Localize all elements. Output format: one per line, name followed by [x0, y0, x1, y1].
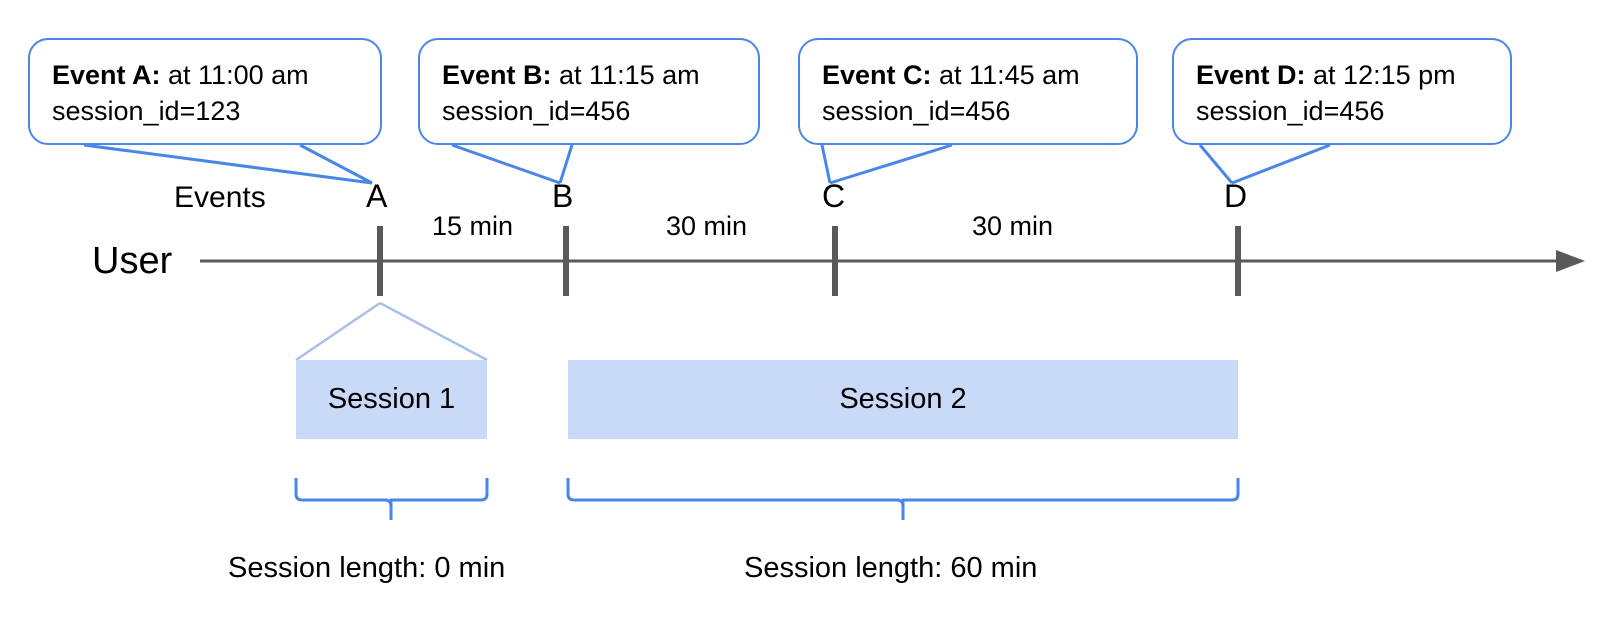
callout-event-b[interactable]: Event B: at 11:15 am session_id=456: [418, 38, 760, 145]
marker-label-c: C: [822, 178, 846, 214]
callout-a-session-id: session_id=123: [52, 95, 241, 126]
callout-tail-a-right: [299, 143, 373, 185]
callout-event-a[interactable]: Event A: at 11:00 am session_id=123: [28, 38, 382, 145]
session-bar-1[interactable]: Session 1: [296, 360, 487, 439]
gap-label-a-b: 15 min: [432, 211, 514, 241]
row-label-events: Events: [174, 181, 266, 214]
session-length-braces: [294, 478, 1240, 520]
gap-label-c-d: 30 min: [972, 211, 1054, 241]
brace-session-1: [294, 478, 489, 508]
gap-label-b-c: 30 min: [666, 211, 748, 241]
marker-label-d: D: [1224, 178, 1248, 214]
callout-d-title: Event D:: [1196, 60, 1306, 90]
session-length-label-1: Session length: 0 min: [228, 552, 506, 584]
callout-event-d[interactable]: Event D: at 12:15 pm session_id=456: [1172, 38, 1512, 145]
marker-label-b: B: [552, 178, 574, 214]
session-1-connector: [295, 301, 488, 362]
arrow-right-icon: [1556, 250, 1585, 272]
session-bar-1-label: Session 1: [327, 383, 456, 415]
callout-a-time: at 11:00 am: [160, 60, 309, 90]
marker-label-a: A: [366, 178, 388, 214]
session-length-label-2: Session length: 60 min: [744, 552, 1038, 584]
brace-session-2: [566, 478, 1240, 508]
callout-d-time: at 12:15 pm: [1305, 60, 1456, 90]
callout-a-title: Event A:: [52, 60, 161, 90]
callout-c-session-id: session_id=456: [822, 95, 1011, 126]
callout-tail-a-left: [83, 143, 373, 185]
time-axis: [200, 250, 1585, 272]
callout-c-time: at 11:45 am: [931, 60, 1080, 90]
row-label-user: User: [92, 240, 173, 282]
session-bar-2[interactable]: Session 2: [568, 360, 1238, 439]
callout-b-session-id: session_id=456: [442, 95, 631, 126]
callout-d-session-id: session_id=456: [1196, 95, 1385, 126]
callout-b-time: at 11:15 am: [551, 60, 700, 90]
session-bar-2-label: Session 2: [839, 383, 967, 415]
callout-c-title: Event C:: [822, 60, 932, 90]
callout-tail-b-left: [451, 143, 561, 185]
callout-event-c[interactable]: Event C: at 11:45 am session_id=456: [798, 38, 1138, 145]
callout-tail-c-right: [829, 143, 953, 185]
callout-tails: [83, 143, 1331, 185]
callout-b-title: Event B:: [442, 60, 552, 90]
